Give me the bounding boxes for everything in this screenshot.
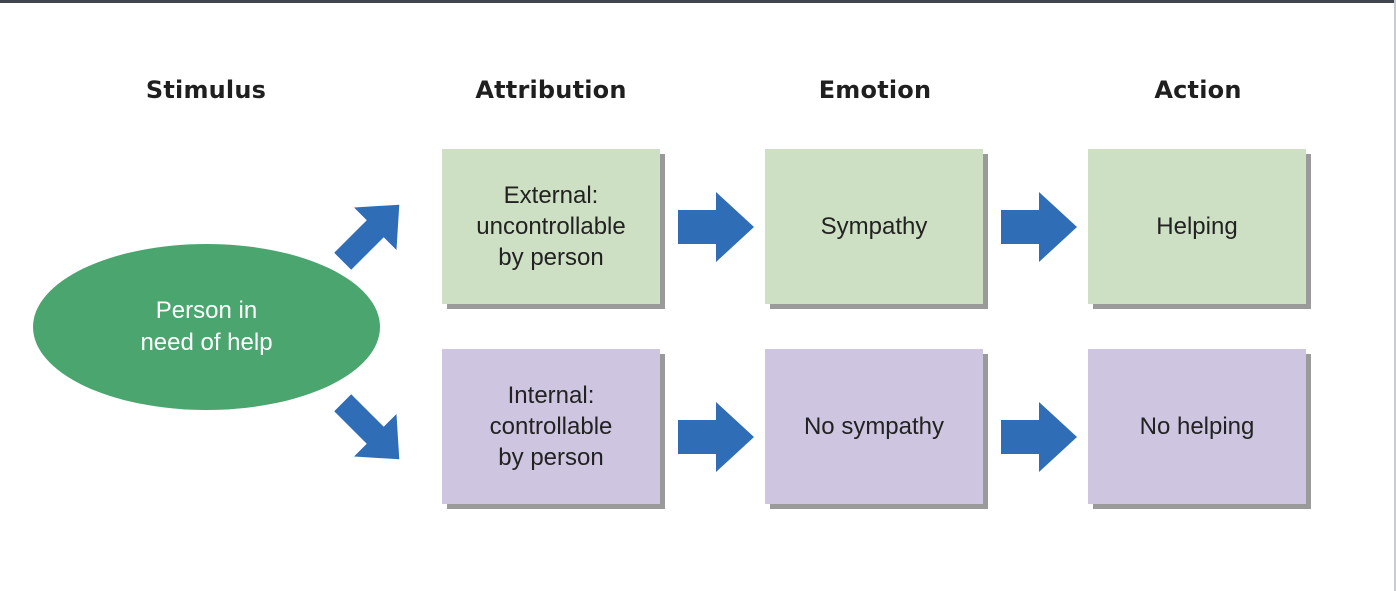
- sympathy-box: Sympathy: [765, 149, 983, 304]
- header-action: Action: [1154, 76, 1242, 104]
- no-sympathy-label: No sympathy: [803, 413, 945, 440]
- external-attribution-box: External: uncontrollable by person: [442, 149, 660, 304]
- stimulus-label: Person in need of help: [140, 297, 273, 356]
- no-helping-box: No helping: [1088, 349, 1306, 504]
- right-arrow-icon: [1001, 402, 1077, 472]
- internal-attribution-box: Internal: controllable by person: [442, 349, 660, 504]
- sympathy-label: Sympathy: [820, 213, 928, 240]
- right-arrow-icon: [1001, 192, 1077, 262]
- header-attribution: Attribution: [475, 76, 627, 104]
- right-arrow-icon: [678, 402, 754, 472]
- no-sympathy-box: No sympathy: [765, 349, 983, 504]
- top-border: [0, 0, 1396, 3]
- internal-attribution-label: Internal: controllable by person: [489, 382, 613, 471]
- helping-label: Helping: [1156, 213, 1238, 240]
- header-emotion: Emotion: [818, 76, 932, 104]
- right-border: [1394, 0, 1396, 591]
- stimulus-node: Person in need of help: [33, 244, 380, 410]
- right-arrow-icon: [678, 192, 754, 262]
- external-attribution-label: External: uncontrollable by person: [476, 182, 626, 271]
- branch-up-arrow-icon: [334, 204, 400, 270]
- branch-down-arrow-icon: [334, 394, 400, 460]
- helping-box: Helping: [1088, 149, 1306, 304]
- header-stimulus: Stimulus: [145, 76, 267, 104]
- no-helping-label: No helping: [1139, 413, 1255, 440]
